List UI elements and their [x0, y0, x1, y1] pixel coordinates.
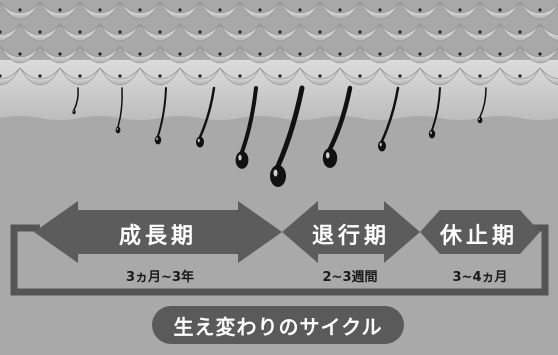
pore-dot — [218, 52, 222, 56]
pore-dot — [298, 52, 302, 56]
pore-dot — [518, 74, 522, 78]
pore-dot — [458, 8, 462, 12]
pore-dot — [78, 74, 82, 78]
scalp-scale — [519, 1, 558, 20]
scalp-surface-pattern — [0, 1, 558, 86]
pore-dot — [318, 74, 322, 78]
pore-dot — [518, 30, 522, 34]
hair-follicle — [115, 87, 123, 134]
pore-dot — [338, 52, 342, 56]
pore-dot — [98, 52, 102, 56]
pore-dot — [418, 52, 422, 56]
pore-dot — [38, 74, 42, 78]
scalp-scale — [539, 67, 558, 86]
hair-follicle — [154, 87, 167, 145]
hair-follicle — [428, 87, 441, 139]
pore-dot — [358, 30, 362, 34]
pore-dot — [298, 8, 302, 12]
pore-dot — [18, 8, 22, 12]
pore-dot — [58, 8, 62, 12]
growth-phase-label: 成長期 — [118, 224, 197, 249]
hair-follicle — [322, 85, 353, 168]
pore-dot — [318, 30, 322, 34]
pore-dot — [438, 74, 442, 78]
hair-follicle — [477, 87, 487, 124]
pore-dot — [138, 8, 142, 12]
pore-dot — [398, 74, 402, 78]
regression-phase-duration: 2~3週間 — [322, 270, 378, 285]
pore-dot — [478, 30, 482, 34]
hair-follicles — [72, 85, 487, 187]
cycle-loop-line — [10, 224, 549, 296]
rest-phase-duration: 3~4ヵ月 — [452, 270, 508, 285]
regression-phase-label: 退行期 — [311, 224, 390, 249]
pore-dot — [378, 52, 382, 56]
pore-dot — [38, 30, 42, 34]
pore-dot — [218, 8, 222, 12]
skin-upper-layer — [0, 60, 558, 120]
pore-dot — [158, 74, 162, 78]
pore-dot — [378, 8, 382, 12]
pore-dot — [478, 74, 482, 78]
rest-phase-arrow — [420, 210, 540, 254]
pore-dot — [538, 52, 542, 56]
pore-dot — [58, 52, 62, 56]
hair-follicle — [196, 86, 216, 148]
hair-follicle — [378, 86, 400, 152]
scalp-scale — [539, 23, 558, 42]
pore-dot — [398, 30, 402, 34]
pore-dot — [118, 30, 122, 34]
hair-follicle — [72, 87, 79, 115]
pore-dot — [158, 30, 162, 34]
pore-dot — [0, 30, 2, 34]
pore-dot — [418, 8, 422, 12]
pore-dot — [0, 74, 2, 78]
pore-dot — [498, 52, 502, 56]
pore-dot — [538, 8, 542, 12]
pore-dot — [278, 74, 282, 78]
pore-dot — [178, 52, 182, 56]
pore-dot — [118, 74, 122, 78]
pore-dot — [438, 30, 442, 34]
cycle-label: 生え変わりのサイクル — [173, 314, 383, 339]
cycle-label-pill: 生え変わりのサイクル — [152, 306, 404, 344]
hair-follicle — [235, 86, 258, 169]
pore-dot — [238, 74, 242, 78]
pore-dot — [138, 52, 142, 56]
pore-dot — [338, 8, 342, 12]
regression-phase-arrow — [282, 201, 420, 263]
pore-dot — [238, 30, 242, 34]
scalp-scale — [519, 45, 558, 64]
pore-dot — [258, 52, 262, 56]
pore-dot — [498, 8, 502, 12]
pore-dot — [458, 52, 462, 56]
pore-dot — [198, 30, 202, 34]
pore-dot — [78, 30, 82, 34]
growth-phase-duration: 3ヵ月~3年 — [126, 270, 194, 285]
pore-dot — [178, 8, 182, 12]
pore-dot — [98, 8, 102, 12]
pore-dot — [258, 8, 262, 12]
pore-dot — [198, 74, 202, 78]
pore-dot — [18, 52, 22, 56]
rest-phase-label: 休止期 — [439, 224, 518, 249]
pore-dot — [278, 30, 282, 34]
growth-phase-arrow — [34, 201, 282, 263]
hair-follicle — [270, 85, 305, 187]
pore-dot — [358, 74, 362, 78]
